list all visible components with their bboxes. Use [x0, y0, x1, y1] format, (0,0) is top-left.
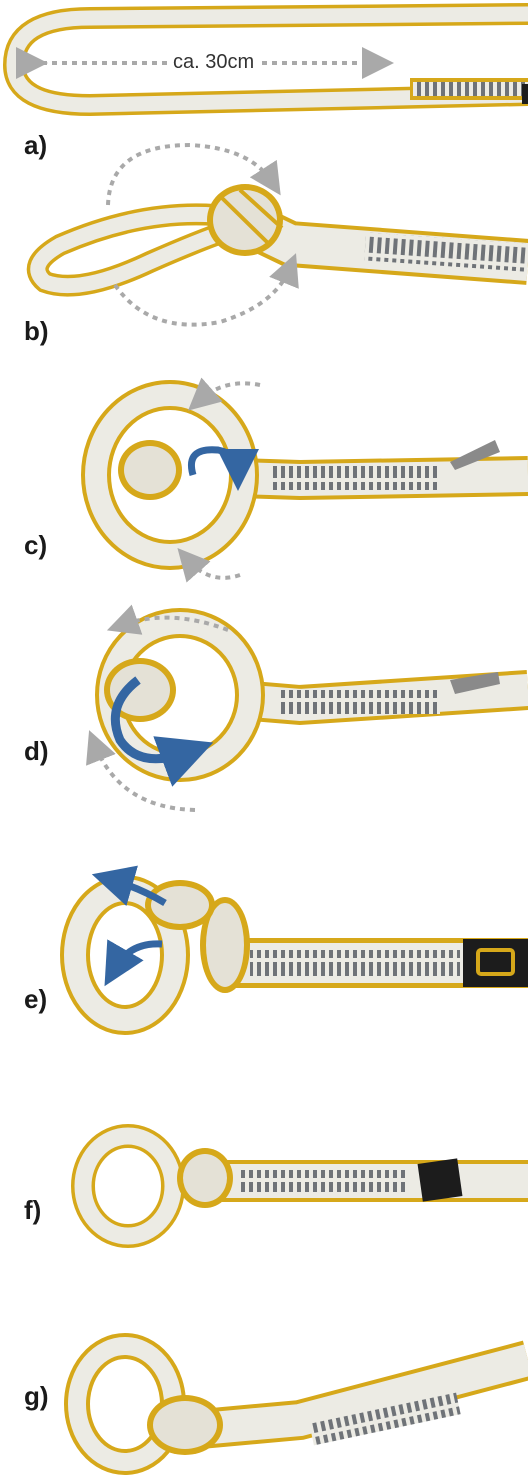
- panel-f-knot: [83, 1136, 528, 1236]
- panel-b-knot: [38, 184, 528, 286]
- step-label-b: b): [24, 316, 49, 347]
- panel-c-knot: [96, 395, 528, 555]
- step-label-a: a): [24, 130, 47, 161]
- measurement-label: ca. 30cm: [170, 51, 257, 74]
- step-label-g: g): [24, 1381, 49, 1412]
- panel-e-knot: [75, 880, 528, 1020]
- step-label-c: c): [24, 530, 47, 561]
- step-label-d: d): [24, 736, 49, 767]
- step-label-e: e): [24, 984, 47, 1015]
- panel-d-knot: [104, 623, 528, 767]
- panel-a-sling: [14, 14, 528, 105]
- panel-g-knot: [77, 1346, 528, 1462]
- step-label-f: f): [24, 1195, 41, 1226]
